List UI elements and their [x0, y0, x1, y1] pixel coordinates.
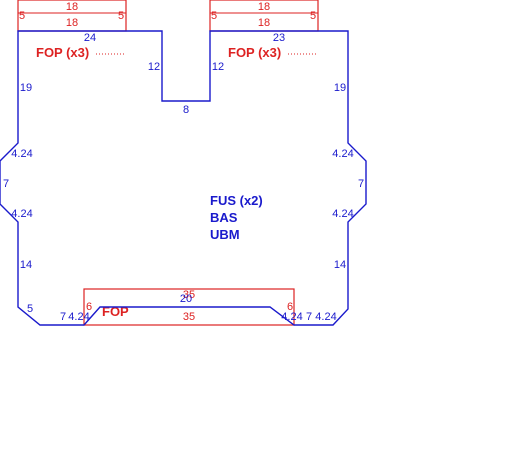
main-dim-right-bevel-bottom: 4.24 — [332, 208, 353, 220]
fop-top-left-piece: 18 18 5 5 FOP (x3) — [17, 0, 127, 60]
main-dim-left-lower: 14 — [20, 259, 32, 271]
fop-top-right-label: FOP (x3) — [228, 45, 281, 60]
main-dim-right-mid: 7 — [358, 178, 364, 190]
main-dim-notch-right: 12 — [212, 61, 224, 73]
fop-bottom-outline — [83, 288, 295, 326]
fop-bottom-dim-right: 6 — [287, 301, 293, 313]
fop-top-left-dim-inner: 18 — [66, 17, 78, 29]
main-dim-bottom-left-bevel: 4.24 — [68, 311, 89, 323]
fop-top-right-dim-left: 5 — [211, 10, 217, 22]
fop-top-left-label: FOP (x3) — [36, 45, 89, 60]
main-dim-notch-bottom: 8 — [183, 104, 189, 116]
main-label-bas: BAS — [210, 210, 238, 225]
main-dim-bottom-left-corner: 5 — [27, 303, 33, 315]
main-dim-bottom-right-run: 7 — [306, 311, 312, 323]
fop-top-right-dim-inner: 18 — [258, 17, 270, 29]
main-dim-bottom-right-bevel: 4.24 — [281, 311, 302, 323]
main-dim-left-mid: 7 — [3, 178, 9, 190]
fop-bottom-label: FOP — [102, 304, 129, 319]
fop-top-left-dim-left: 5 — [19, 10, 25, 22]
main-dim-bottom-left-run: 7 — [60, 311, 66, 323]
main-piece-outline — [0, 30, 367, 326]
fop-bottom-piece: 35 35 6 6 FOP — [83, 288, 295, 326]
main-dim-notch-left: 12 — [148, 61, 160, 73]
main-label-ubm: UBM — [210, 227, 240, 242]
fop-top-right-piece: 18 18 5 5 FOP (x3) — [209, 0, 319, 60]
main-dim-right-lower: 14 — [334, 259, 346, 271]
fop-top-right-dim-right: 5 — [310, 10, 316, 22]
main-dim-top-right: 23 — [273, 32, 285, 44]
main-label-fus: FUS (x2) — [210, 193, 263, 208]
fop-bottom-dim-top: 35 — [183, 289, 195, 301]
main-dim-left-upper: 19 — [20, 82, 32, 94]
main-dim-right-bevel-top: 4.24 — [332, 148, 353, 160]
fop-bottom-dim-left: 6 — [86, 301, 92, 313]
main-dim-bottom-center: 20 — [180, 293, 192, 305]
main-dim-left-bevel-top: 4.24 — [11, 148, 32, 160]
main-dim-left-bevel-bottom: 4.24 — [11, 208, 32, 220]
fop-top-left-dim-right: 5 — [118, 10, 124, 22]
fop-top-left-dim-top: 18 — [66, 1, 78, 13]
main-piece: 24 23 12 12 8 19 19 4.24 7 4.24 4.24 7 4… — [0, 30, 367, 326]
fop-top-right-dim-top: 18 — [258, 1, 270, 13]
main-dim-bottom-right-corner: 4.24 — [315, 311, 336, 323]
main-dim-right-upper: 19 — [334, 82, 346, 94]
main-dim-top-left: 24 — [84, 32, 96, 44]
fop-bottom-dim-bottom: 35 — [183, 311, 195, 323]
